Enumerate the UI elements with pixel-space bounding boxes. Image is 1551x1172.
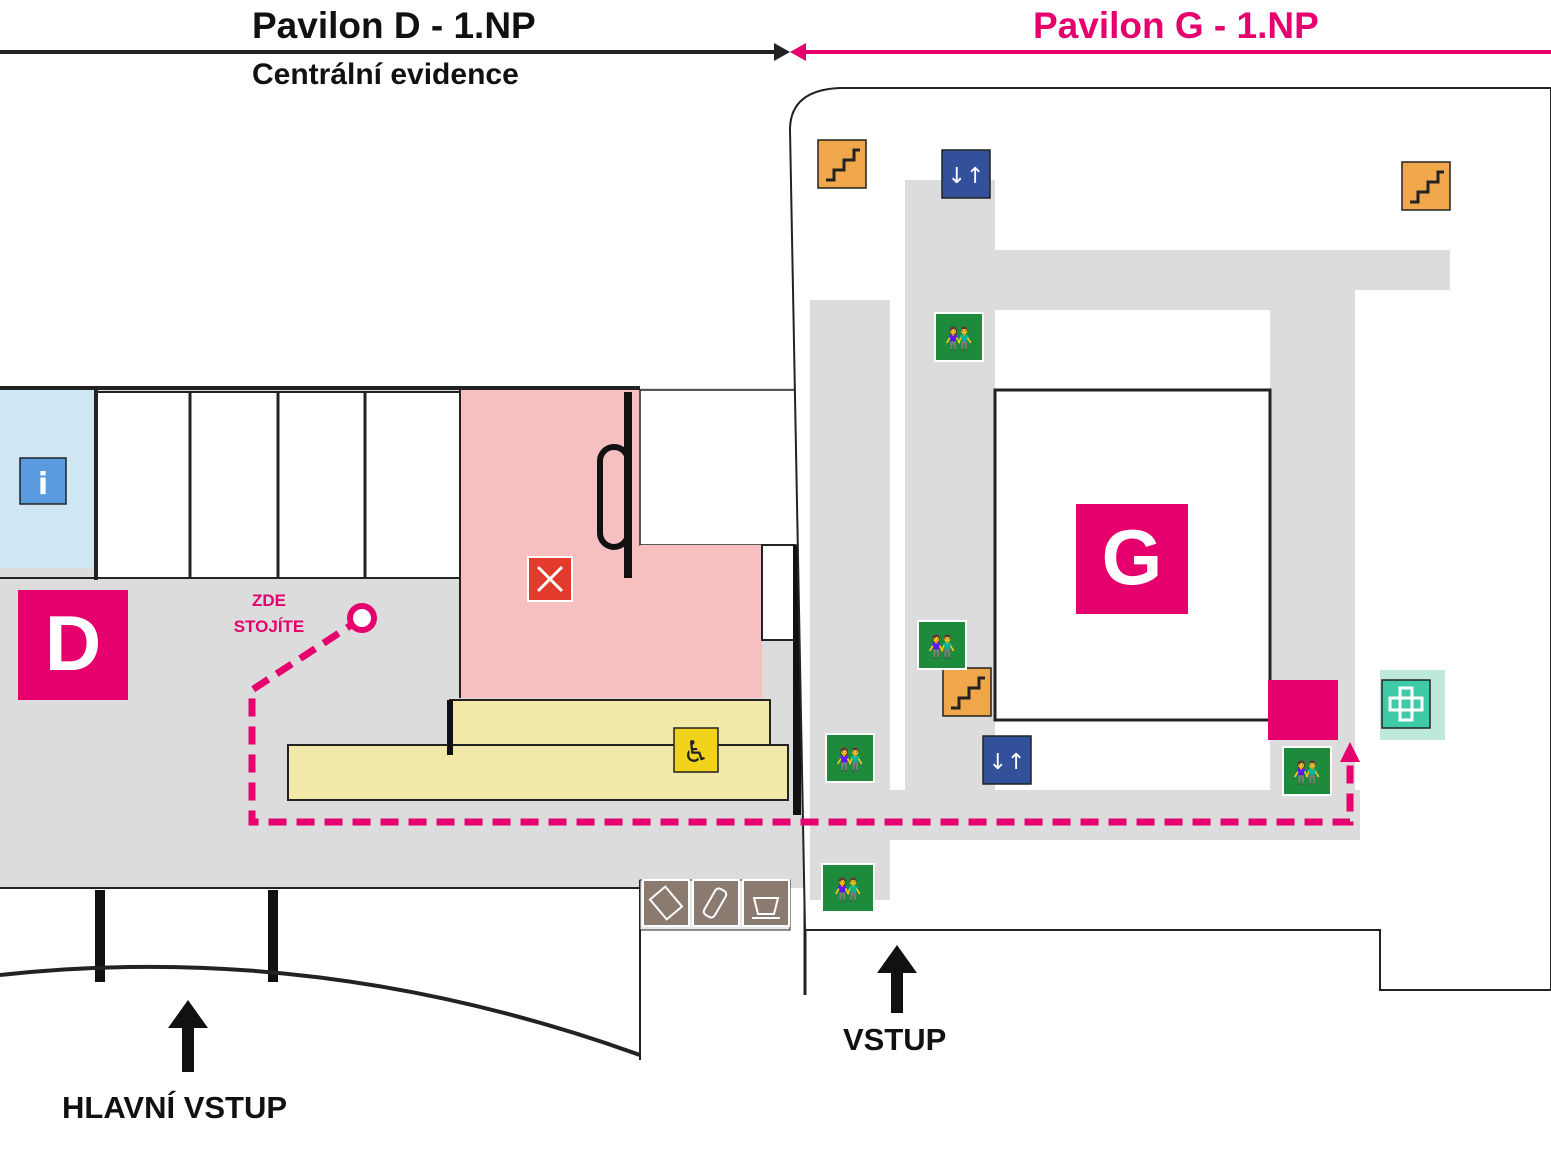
stairs-icon [1401,161,1451,211]
pavilion-d-marker [18,590,128,700]
pavilion-d-title: Pavilon D - 1.NP [252,5,536,46]
pavilion-g-letter: G [1101,513,1163,601]
svg-text:👫: 👫 [1293,760,1320,786]
restroom-icon: 👫 [934,312,984,362]
svg-text:i: i [38,467,48,502]
pavilion-d-arrow [0,43,790,61]
you-are-here-line1: ZDE [252,591,286,610]
wheelchair-ramp-icon: ♿ [673,727,719,773]
pavilion-d-letter: D [44,599,102,687]
first-aid-icon [1381,679,1431,729]
svg-text:↓↑: ↓↑ [989,750,1026,775]
pavilion-g-marker [1076,504,1188,614]
restroom-icon: 👫 [821,863,875,913]
pavilion-d-subtitle: Centrální evidence [252,58,519,91]
main-entrance-arrow [168,1000,208,1072]
you-are-here-marker [347,603,377,633]
svg-text:↓↑: ↓↑ [948,164,985,189]
svg-text:♿: ♿ [683,735,710,770]
side-entrance-label: VSTUP [843,1022,947,1057]
main-entrance-label: HLAVNÍ VSTUP [62,1090,288,1125]
pavilion-g-title: Pavilon G - 1.NP [1033,5,1319,46]
svg-text:👫: 👫 [928,634,955,660]
restroom-icon: 👫 [917,620,967,670]
restroom-icon: 👫 [1282,746,1332,796]
route-path [248,603,1360,826]
elevator-icon: ↓↑ [982,735,1032,785]
pavilion-g-arrow [790,43,1551,61]
restroom-icon: 👫 [825,733,875,783]
coffee-icon [742,879,790,927]
you-are-here-line2: STOJÍTE [233,617,305,636]
svg-text:👫: 👫 [834,877,861,903]
snack-vending-icon [642,879,690,927]
stairs-icon [942,667,992,717]
svg-text:👫: 👫 [945,326,972,352]
drink-vending-icon [692,879,740,927]
elevator-icon: ↓↑ [941,149,991,199]
stairs-icon [817,139,867,189]
side-entrance-arrow [877,945,917,1013]
info-icon: i [19,457,67,505]
pavilion-d-building [0,386,807,1060]
svg-text:👫: 👫 [836,747,863,773]
restaurant-icon [527,556,573,602]
